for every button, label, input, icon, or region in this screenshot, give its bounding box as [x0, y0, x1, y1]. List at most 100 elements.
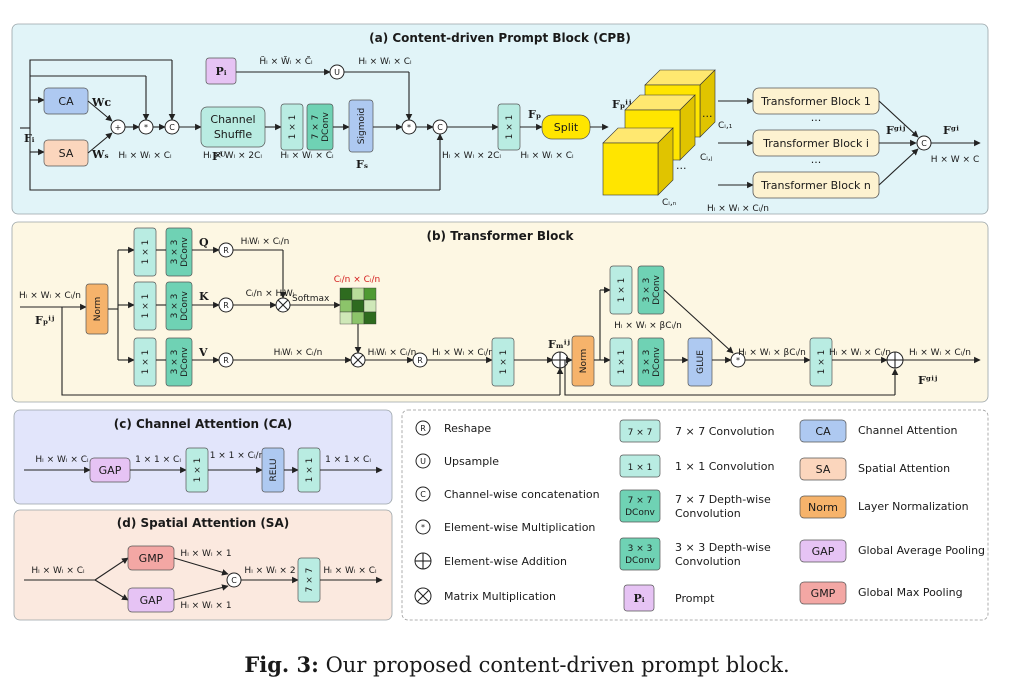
cij-label: Cᵢ,ⱼ: [700, 153, 713, 163]
cpb-title: (a) Content-driven Prompt Block (CPB): [369, 31, 631, 45]
svg-text:K: K: [199, 290, 209, 303]
legend-dconv3-1: 3 × 3 Depth-wise: [675, 541, 771, 554]
svg-text:RELU: RELU: [269, 458, 279, 481]
v-branch: 1 × 1 3 × 3 DConv V R HᵢWᵢ × Cᵢ/n: [133, 337, 352, 387]
ffn-dconv-bot: [637, 337, 665, 387]
svg-text:3 × 3: 3 × 3: [170, 240, 180, 265]
tb-in-dim: Hᵢ × Wᵢ × Cᵢ/n: [19, 291, 81, 301]
svg-text:C: C: [169, 123, 175, 132]
svg-text:···: ···: [811, 156, 822, 169]
legend-add: Element-wise Addition: [444, 555, 567, 568]
svg-text:Transformer Block n: Transformer Block n: [760, 179, 871, 192]
svg-text:7 × 7: 7 × 7: [628, 428, 653, 438]
figure-caption: Fig. 3: Our proposed content-driven prom…: [244, 652, 789, 677]
svg-text:Transformer Block 1: Transformer Block 1: [760, 95, 871, 108]
softmax-label: Softmax: [292, 294, 330, 304]
legend-conv7: 7 × 7 Convolution: [675, 425, 774, 438]
legend-conv7-box: [619, 419, 661, 443]
svg-text:Norm: Norm: [93, 297, 103, 322]
svg-text:DConv: DConv: [180, 346, 190, 376]
attention-grid: [339, 287, 377, 325]
svg-text:1 × 1: 1 × 1: [141, 350, 151, 375]
svg-text:Q: Q: [199, 236, 209, 249]
cpb-panel: (a) Content-driven Prompt Block (CPB) Fᵢ…: [11, 23, 989, 215]
legend-ca: Channel Attention: [858, 424, 957, 437]
svg-text:1 × 1: 1 × 1: [505, 115, 515, 140]
svg-text:R: R: [223, 301, 229, 310]
svg-text:Norm: Norm: [808, 501, 838, 514]
svg-text:7 × 7: 7 × 7: [628, 496, 653, 506]
svg-text:7 × 7: 7 × 7: [305, 568, 315, 593]
svg-text:1 × 1: 1 × 1: [617, 350, 627, 375]
legend-matmul: Matrix Multiplication: [444, 590, 556, 603]
ca-title: (c) Channel Attention (CA): [114, 417, 293, 431]
svg-text:GAP: GAP: [812, 545, 835, 558]
glue-box: [687, 337, 713, 387]
sa-box-label: SA: [59, 147, 74, 160]
svg-text:DConv: DConv: [625, 508, 655, 518]
legend-dconv3-2: Convolution: [675, 555, 741, 568]
svg-text:GAP: GAP: [99, 464, 122, 477]
legend-gap: Global Average Pooling: [858, 544, 985, 557]
svg-text:1 × 1: 1 × 1: [817, 350, 827, 375]
cpb-dim1: Hᵢ × Wᵢ × Cᵢ: [118, 151, 172, 161]
tb-fgij-label: Fᵍⁱʲ: [918, 374, 938, 387]
legend-ca-box: [799, 419, 847, 443]
svg-text:1 × 1: 1 × 1: [499, 350, 509, 375]
legend-dconv7-1: 7 × 7 Depth-wise: [675, 493, 771, 506]
legend-sa-box: [799, 457, 847, 481]
svg-text:···: ···: [702, 110, 713, 123]
svg-text:1 × 1: 1 × 1: [141, 294, 151, 319]
svg-text:Shuffle: Shuffle: [214, 128, 253, 141]
r-dim: Hᵢ × Wᵢ × Cᵢ/n: [432, 348, 494, 358]
sa-panel: (d) Spatial Attention (SA) Hᵢ × Wᵢ × Cᵢ …: [13, 509, 393, 621]
k-dim: Cᵢ/n × HᵢWᵢ: [246, 289, 295, 299]
cpb-conv1x1: [280, 103, 304, 151]
svg-text:3 × 3: 3 × 3: [170, 294, 180, 319]
svg-text:Split: Split: [554, 121, 579, 134]
svg-text:R: R: [420, 424, 426, 433]
ca-in-dim: Hᵢ × Wᵢ × Cᵢ: [35, 455, 89, 465]
svg-text:*: *: [421, 523, 425, 532]
legend-gmp: Global Max Pooling: [858, 586, 963, 599]
svg-text:V: V: [198, 346, 208, 359]
fmij-label: Fₘⁱʲ: [548, 338, 570, 351]
cpb-dim2: Hᵢ × Wᵢ × 2Cᵢ: [203, 151, 262, 161]
ffn-conv-bot: [609, 337, 633, 387]
svg-text:GMP: GMP: [139, 552, 164, 565]
legend-concat: Channel-wise concatenation: [444, 488, 600, 501]
cin-label: Cᵢ,ₙ: [662, 198, 677, 208]
legend-conv1-box: [619, 454, 661, 478]
svg-text:1 × 1: 1 × 1: [288, 115, 298, 140]
svg-text:···: ···: [676, 162, 687, 175]
beta-dim-2: Hᵢ × Wᵢ × βCᵢ/n: [738, 348, 806, 358]
legend-norm-box: [799, 495, 847, 519]
upsample-dim: Hᵢ × Wᵢ × Cᵢ: [358, 57, 412, 67]
svg-text:3 × 3: 3 × 3: [642, 278, 652, 303]
sa-d-cat: Hᵢ × Wᵢ × 2: [244, 566, 295, 576]
svg-text:*: *: [144, 123, 148, 132]
legend-upsample: Upsample: [444, 455, 499, 468]
legend-mult: Element-wise Multiplication: [444, 521, 595, 534]
legend-gmp-box: [799, 581, 847, 605]
q-dim: HᵢWᵢ × Cᵢ/n: [241, 237, 290, 247]
svg-text:U: U: [334, 68, 340, 77]
svg-text:DConv: DConv: [180, 290, 190, 320]
ca-d2: 1 × 1 × Cᵢ/r: [210, 451, 263, 461]
legend-upsample-symbol: [415, 453, 431, 469]
svg-text:GLUE: GLUE: [696, 350, 706, 374]
svg-text:R: R: [223, 356, 229, 365]
ca-d1: 1 × 1 × Cᵢ: [135, 455, 181, 465]
legend-prompt: Prompt: [675, 592, 715, 605]
svg-text:Sigmoid: Sigmoid: [357, 108, 367, 144]
fp-label: Fₚ: [528, 108, 541, 121]
legend-norm: Layer Normalization: [858, 500, 969, 513]
tb-norm-2: [571, 335, 595, 387]
svg-text:7 × 7: 7 × 7: [311, 115, 321, 140]
attn-dim: Cᵢ/n × Cᵢ/n: [334, 275, 381, 285]
fgij-label: Fᵍⁱʲ: [886, 124, 906, 137]
cpb-dim4: Hᵢ × Wᵢ × 2Cᵢ: [442, 151, 501, 161]
legend-panel: R Reshape U Upsample C Channel-wise conc…: [401, 409, 989, 621]
tb-title: (b) Transformer Block: [426, 229, 574, 243]
